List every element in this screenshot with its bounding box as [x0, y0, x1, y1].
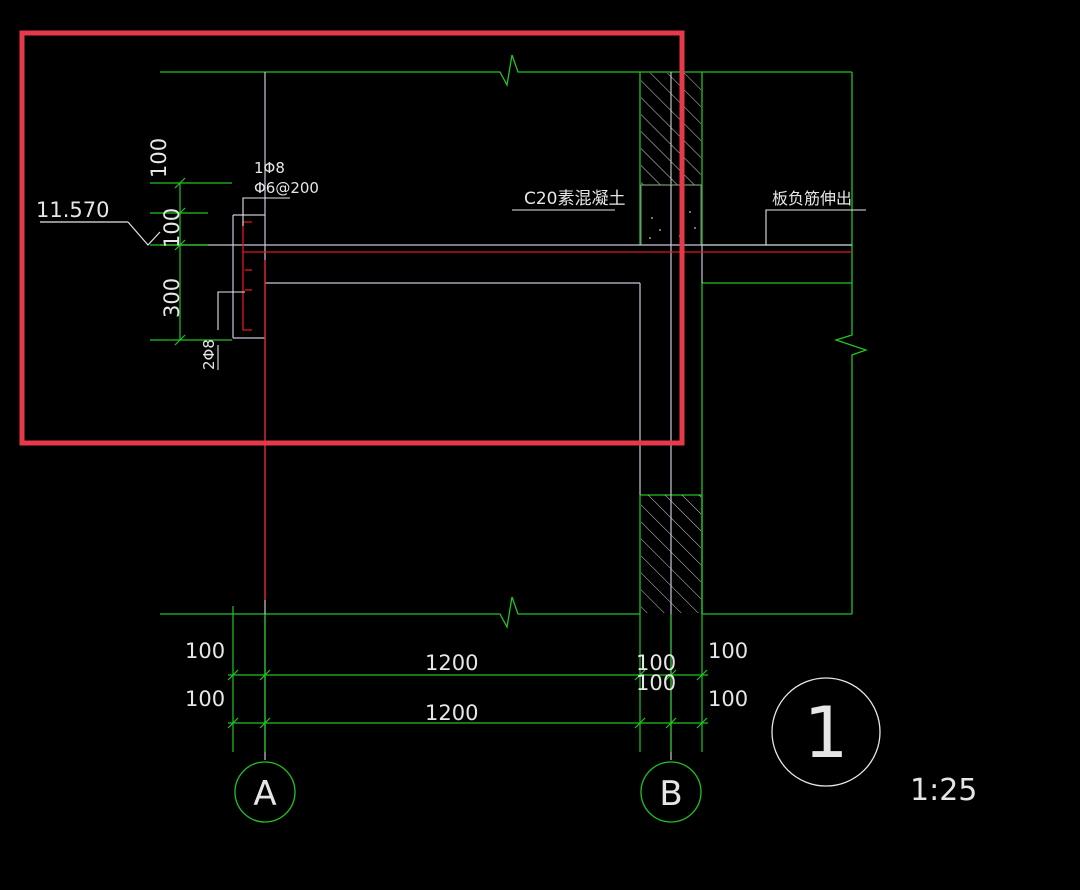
concrete-label: C20素混凝土 — [524, 189, 626, 209]
bottom-dimensions — [227, 606, 708, 752]
bar-top-label: 1Φ8 — [254, 159, 285, 177]
dim-h-100-l1: 100 — [185, 639, 225, 663]
concrete-fill-marks — [649, 211, 696, 239]
dim-h-100-r2: 100 — [708, 687, 748, 711]
dim-h-100-m1: 100 — [636, 651, 676, 675]
dim-v-100a: 100 — [147, 138, 171, 178]
right-break-line — [833, 72, 868, 614]
dim-h-100-r1: 100 — [708, 639, 748, 663]
slab-rebar-label: 板负筋伸出 — [772, 189, 852, 208]
elevation-label: 11.570 — [36, 198, 109, 222]
axis-bubble-b — [640, 761, 702, 823]
detail-number: 1 — [804, 692, 849, 774]
axis-b-label: B — [659, 774, 682, 814]
dim-h-1200-2: 1200 — [425, 701, 478, 725]
dim-h-100-l2: 100 — [185, 687, 225, 711]
detail-bubble — [771, 677, 881, 787]
highlight-box — [19, 30, 685, 446]
rebar-lines — [242, 221, 852, 600]
left-vertical-dimensions — [150, 177, 232, 346]
outline-green — [160, 54, 868, 629]
bottom-break-line — [160, 596, 640, 629]
dim-h-1200-1: 1200 — [425, 651, 478, 675]
bar-bottom-label: 2Φ8 — [200, 339, 218, 370]
dim-h-100-m2: 100 — [636, 671, 676, 695]
dim-v-100b: 100 — [160, 208, 184, 248]
top-break-line — [160, 54, 640, 87]
axis-a-label: A — [253, 774, 276, 814]
elevation-mark — [40, 221, 161, 246]
scale-label: 1:25 — [910, 773, 977, 808]
dim-v-300: 300 — [160, 278, 184, 318]
stirrup-label: Φ6@200 — [254, 179, 319, 197]
rebar-leaders — [217, 197, 290, 370]
axis-bubble-a — [234, 761, 296, 823]
